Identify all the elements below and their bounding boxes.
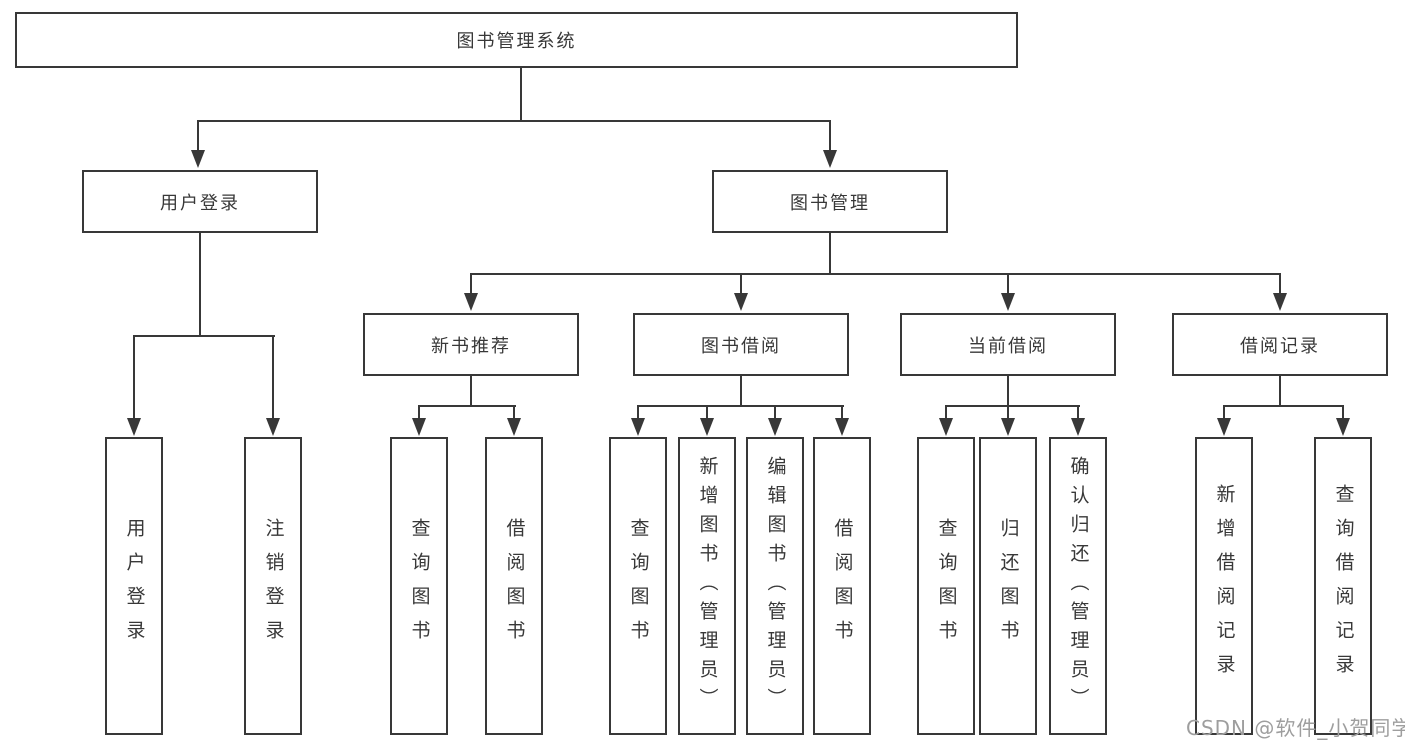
arrowhead-down-icon <box>823 150 837 168</box>
node-current-borrow: 当前借阅 <box>900 313 1116 376</box>
leaf-add-borrow-record: 新增借阅记录 <box>1195 437 1253 735</box>
connector-book-borrow-hline <box>637 405 844 407</box>
connector-arrow-shaft <box>1342 405 1344 420</box>
connector-arrow-shaft <box>133 335 135 420</box>
connector-arrow-shaft <box>841 405 843 420</box>
arrowhead-down-icon <box>1001 293 1015 311</box>
arrowhead-down-icon <box>127 418 141 436</box>
leaf-label: 查询图书 <box>408 518 431 654</box>
node-book-borrow: 图书借阅 <box>633 313 849 376</box>
connector-level3-hline <box>470 273 1281 275</box>
arrowhead-down-icon <box>1071 418 1085 436</box>
connector-arrow-shaft <box>945 405 947 420</box>
connector-arrow-shaft <box>513 405 515 420</box>
node-new-book-recommend: 新书推荐 <box>363 313 579 376</box>
arrowhead-down-icon <box>1273 293 1287 311</box>
leaf-edit-books-admin: 编辑图书（管理员） <box>746 437 804 735</box>
leaf-return-books: 归还图书 <box>979 437 1037 735</box>
connector-arrow-shaft <box>470 273 472 295</box>
node-user-login: 用户登录 <box>82 170 318 233</box>
node-book-management: 图书管理 <box>712 170 948 233</box>
arrowhead-down-icon <box>412 418 426 436</box>
arrowhead-down-icon <box>464 293 478 311</box>
connector-borrow-records-hline <box>1223 405 1344 407</box>
arrowhead-down-icon <box>1336 418 1350 436</box>
leaf-label: 编辑图书（管理员） <box>764 455 787 717</box>
arrowhead-down-icon <box>700 418 714 436</box>
connector-arrow-shaft <box>706 405 708 420</box>
connector-arrow-shaft <box>197 120 199 152</box>
leaf-query-books-current: 查询图书 <box>917 437 975 735</box>
leaf-label: 查询借阅记录 <box>1332 484 1355 688</box>
arrowhead-down-icon <box>631 418 645 436</box>
leaf-borrow-books: 借阅图书 <box>813 437 871 735</box>
arrowhead-down-icon <box>939 418 953 436</box>
connector-arrow-shaft <box>1077 405 1079 420</box>
node-library-system: 图书管理系统 <box>15 12 1018 68</box>
leaf-label: 查询图书 <box>935 518 958 654</box>
leaf-logout: 注销登录 <box>244 437 302 735</box>
leaf-query-books-recommend: 查询图书 <box>390 437 448 735</box>
leaf-label: 查询图书 <box>627 518 650 654</box>
connector-current-borrow-hline <box>945 405 1080 407</box>
connector-new-book-stem <box>470 376 472 406</box>
arrowhead-down-icon <box>507 418 521 436</box>
watermark: CSDN @软件_小贺同学 <box>1186 716 1405 740</box>
arrowhead-down-icon <box>191 150 205 168</box>
leaf-label: 借阅图书 <box>503 518 526 654</box>
leaf-user-login: 用户登录 <box>105 437 163 735</box>
connector-arrow-shaft <box>637 405 639 420</box>
arrowhead-down-icon <box>835 418 849 436</box>
leaf-label: 新增图书（管理员） <box>696 455 719 717</box>
connector-arrow-shaft <box>1007 273 1009 295</box>
leaf-add-books-admin: 新增图书（管理员） <box>678 437 736 735</box>
leaf-label: 注销登录 <box>262 518 285 654</box>
connector-arrow-shaft <box>1007 405 1009 420</box>
arrowhead-down-icon <box>1217 418 1231 436</box>
connector-user-login-stem <box>199 233 201 337</box>
connector-level2-hline <box>197 120 831 122</box>
connector-borrow-records-stem <box>1279 376 1281 406</box>
leaf-label: 确认归还（管理员） <box>1067 455 1090 717</box>
leaf-label: 用户登录 <box>123 518 146 654</box>
connector-arrow-shaft <box>272 335 274 420</box>
connector-arrow-shaft <box>829 120 831 152</box>
connector-book-mgmt-stem <box>829 233 831 275</box>
leaf-label: 归还图书 <box>997 518 1020 654</box>
leaf-query-borrow-record: 查询借阅记录 <box>1314 437 1372 735</box>
connector-root-stem <box>520 68 522 122</box>
connector-arrow-shaft <box>418 405 420 420</box>
connector-arrow-shaft <box>740 273 742 295</box>
arrowhead-down-icon <box>1001 418 1015 436</box>
leaf-query-books-borrow: 查询图书 <box>609 437 667 735</box>
arrowhead-down-icon <box>734 293 748 311</box>
leaf-label: 借阅图书 <box>831 518 854 654</box>
leaf-label: 新增借阅记录 <box>1213 484 1236 688</box>
leaf-confirm-return-admin: 确认归还（管理员） <box>1049 437 1107 735</box>
connector-arrow-shaft <box>1223 405 1225 420</box>
connector-arrow-shaft <box>774 405 776 420</box>
node-borrow-records: 借阅记录 <box>1172 313 1388 376</box>
connector-current-borrow-stem <box>1007 376 1009 406</box>
connector-book-borrow-stem <box>740 376 742 406</box>
connector-new-book-hline <box>418 405 516 407</box>
arrowhead-down-icon <box>768 418 782 436</box>
connector-user-login-hline <box>133 335 275 337</box>
connector-arrow-shaft <box>1279 273 1281 295</box>
arrowhead-down-icon <box>266 418 280 436</box>
leaf-borrow-books-recommend: 借阅图书 <box>485 437 543 735</box>
